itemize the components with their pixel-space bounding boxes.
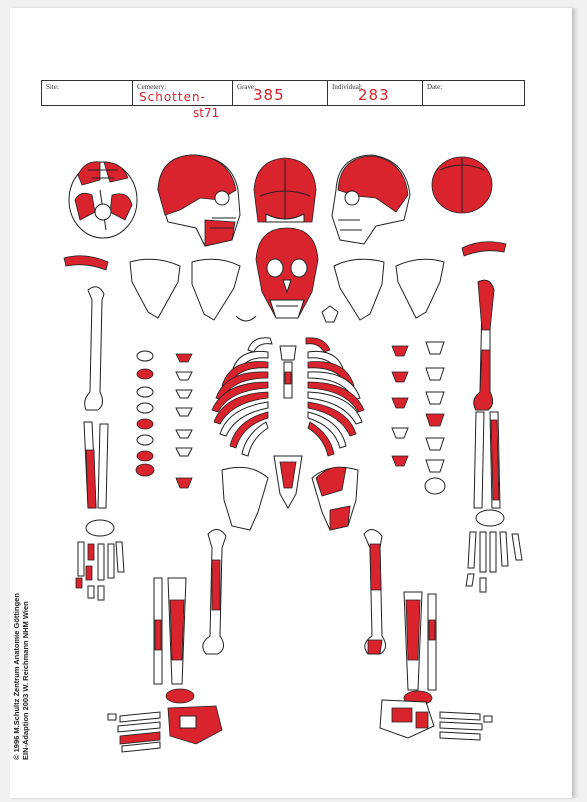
sacrum [274,456,302,508]
skull-right-lateral [158,155,240,246]
hand-left [466,510,522,592]
copyright-line-2: EIN-Adaption 2003 W. Reichmann NHM Wien [21,460,30,760]
foot-right [108,706,222,752]
manubrium [280,346,296,360]
foot-left [380,700,492,740]
sternum-segment [285,372,291,384]
scapula-right-anterior [192,259,240,320]
scapula-left-posterior [396,259,444,318]
forearm-left [474,412,500,508]
clavicle-right [64,256,108,270]
os-coxae-left [312,467,358,530]
ribs-left [306,338,364,456]
hyoid [236,316,256,321]
hand-right [76,520,124,600]
vertebrae-column-2 [176,354,192,488]
vertebrae-column-3 [392,346,408,466]
copyright-line-1: © 1996 M.Schultz Zentrum Anatomie Göttin… [12,460,21,760]
skull-superior-view [432,157,492,213]
humerus-left [474,280,494,410]
skull-inferior-view [69,162,137,238]
skull-posterior-top [254,158,316,222]
scapula-left-anterior [334,259,384,320]
lower-leg-right [154,578,186,684]
skull-anterior-view [256,228,318,318]
femur-left [364,529,386,654]
os-coxae-right [222,467,268,530]
vertebrae-column-4 [425,342,445,494]
talus-right [166,689,194,703]
atlas [322,306,338,322]
forearm-right [84,422,108,508]
humerus-right [85,287,104,410]
clavicle-left [462,242,506,256]
lower-leg-left [404,592,436,690]
scapula-right-posterior [130,259,180,318]
vertebrae-column-1 [136,351,154,476]
copyright-note: © 1996 M.Schultz Zentrum Anatomie Göttin… [12,460,30,760]
ribs-right [212,338,272,456]
femur-right [203,529,226,654]
skull-left-lateral [332,155,410,244]
